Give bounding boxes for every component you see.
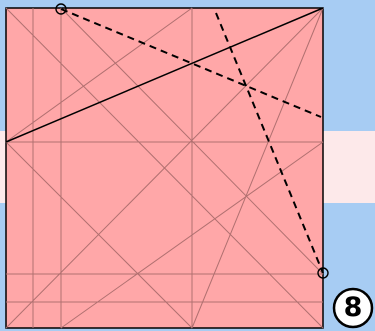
crease-lines	[5, 7, 324, 329]
step-number-circle	[332, 287, 374, 329]
reference-point-right	[317, 267, 329, 279]
crease-diagonal-7	[60, 141, 324, 329]
crease-diagonal-5	[5, 7, 193, 143]
fold-line-dashed-2	[215, 12, 324, 274]
crease-diagonal-3	[60, 7, 324, 275]
crease-diagonal-anti	[5, 7, 324, 329]
reference-point-top	[55, 3, 67, 15]
crease-diagonal-4	[191, 7, 324, 329]
fold-line-solid	[5, 7, 324, 143]
fold-line-dashed-1	[60, 8, 322, 118]
crease-diagonal-6	[5, 141, 193, 329]
step-number: 8	[343, 292, 363, 323]
